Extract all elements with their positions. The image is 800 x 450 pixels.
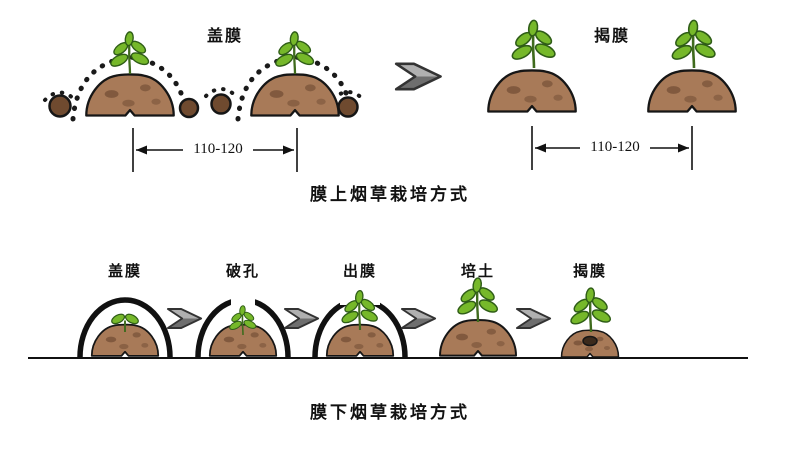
tobacco-seedling-icon	[508, 18, 559, 68]
stage-earth-up	[438, 276, 518, 357]
stage-emerge-film	[312, 289, 408, 358]
step-arrow-icon	[283, 308, 320, 329]
film-hole	[231, 293, 255, 305]
soil-mound-icon	[486, 69, 578, 113]
stage-label-remove-film: 揭膜	[572, 262, 607, 280]
remove-film-label: 揭膜	[593, 26, 630, 45]
mulch-hole-icon	[582, 335, 598, 347]
tobacco-seedling-icon	[107, 30, 152, 74]
bottom-section-title: 膜下烟草栽培方式	[310, 403, 470, 423]
top-covered-group	[43, 30, 365, 122]
tobacco-seedling-icon	[454, 276, 501, 322]
soil-mound-icon	[249, 73, 341, 117]
measurement-left-value: 110-120	[183, 141, 253, 158]
transition-arrow-icon	[394, 62, 442, 91]
step-arrow-icon	[166, 308, 203, 329]
soil-mound-icon	[646, 69, 738, 113]
stage-label-earth-up: 培土	[460, 262, 495, 280]
stage-break-hole	[195, 293, 291, 358]
stage-cover-film	[77, 297, 173, 358]
film-dotted-arc-small	[43, 90, 77, 102]
stage-label-cover-film: 盖膜	[107, 262, 142, 280]
soil-clod-icon	[210, 93, 232, 115]
tobacco-seedling-icon	[668, 18, 719, 68]
soil-clod-icon	[337, 96, 359, 118]
tobacco-seedling-icon	[272, 30, 317, 74]
cover-film-label: 盖膜	[206, 26, 243, 45]
stage-label-break-hole: 破孔	[225, 262, 260, 280]
step-arrow-icon	[400, 308, 437, 329]
stage-label-emerge-film: 出膜	[342, 262, 377, 280]
measurement-right-value: 110-120	[580, 139, 650, 156]
tobacco-seedling-icon	[567, 286, 614, 332]
stage-remove-film	[560, 286, 620, 358]
soil-mound-icon	[438, 318, 518, 357]
soil-clod-icon	[178, 97, 200, 119]
film-dotted-arc-small	[204, 87, 238, 98]
soil-clod-icon	[48, 94, 72, 118]
step-arrow-icon	[515, 308, 552, 329]
soil-mound-icon	[84, 73, 176, 117]
top-section-title: 膜上烟草栽培方式	[310, 185, 470, 205]
film-dotted-arc-small	[331, 90, 365, 101]
